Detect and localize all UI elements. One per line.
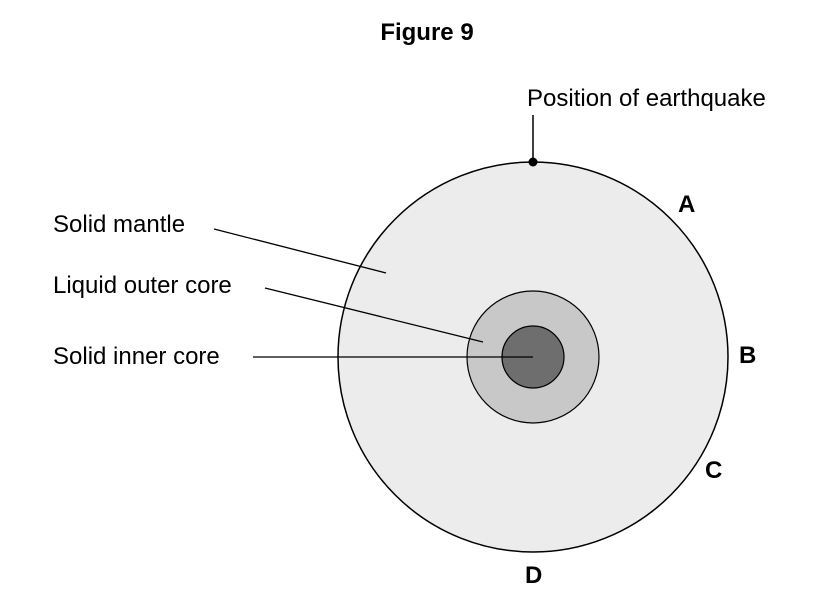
- mantle-leader-line: [213, 228, 387, 274]
- outer-core-leader-line: [264, 287, 484, 343]
- earthquake-dot: [528, 157, 538, 167]
- mantle-label: Solid mantle: [53, 211, 185, 238]
- point-d-label: D: [525, 562, 542, 589]
- outer-core-label: Liquid outer core: [53, 272, 232, 299]
- figure-title: Figure 9: [380, 19, 473, 46]
- inner-core-label: Solid inner core: [53, 343, 220, 370]
- point-a-label: A: [678, 191, 695, 218]
- point-c-label: C: [705, 457, 722, 484]
- point-b-label: B: [739, 342, 756, 369]
- earthquake-label: Position of earthquake: [527, 85, 766, 112]
